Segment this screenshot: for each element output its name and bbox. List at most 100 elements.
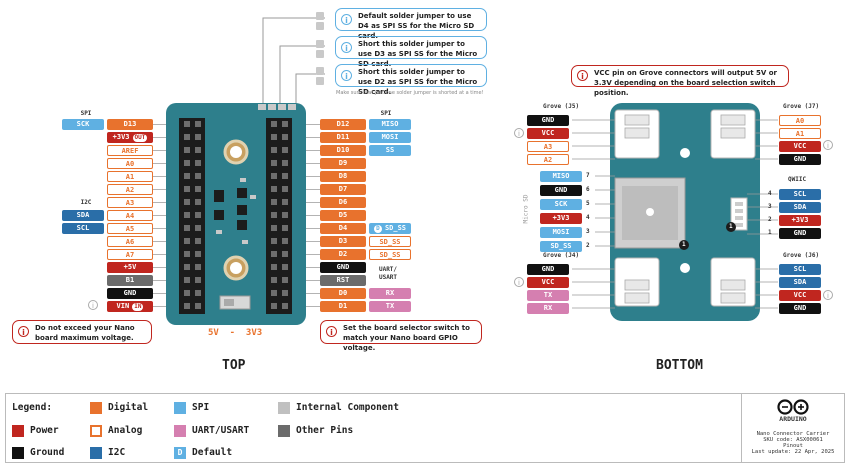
grove-j7-title: Grove (J7)	[783, 103, 820, 110]
legend-swatch-ground	[12, 447, 24, 459]
legend-swatch-other	[278, 425, 290, 437]
default-tag: D	[373, 225, 382, 233]
qwiic-pin-gnd: GND	[779, 228, 821, 239]
legend-swatch-analog	[90, 425, 102, 437]
info-icon: i	[577, 70, 588, 81]
arduino-logo-icon	[777, 399, 809, 415]
legend-digital: Digital	[108, 402, 149, 413]
legend-internal: Internal Component	[296, 402, 399, 413]
pin-label-d12: D12	[320, 119, 366, 130]
pin-label-d8: D8	[320, 171, 366, 182]
info-icon: i	[88, 300, 98, 310]
qwiic-pin-number: 2	[768, 216, 772, 223]
sd-pin-number: 5	[586, 200, 590, 207]
bottom-title: BOTTOM	[656, 358, 703, 373]
brand-name: ARDUINO	[779, 415, 807, 423]
legend-title: Legend:	[12, 402, 53, 413]
qwiic-pin-scl: SCL	[779, 189, 821, 200]
legend-default: Default	[192, 447, 233, 458]
note-text: Set the board selector switch to match y…	[343, 324, 470, 352]
micro-sd-title: Micro SD	[522, 194, 530, 224]
sd-pin-gnd: GND	[540, 185, 582, 196]
sd-pin-number: 6	[586, 186, 590, 193]
legend-ground: Ground	[30, 447, 65, 458]
sd-pin-number: 3	[586, 228, 590, 235]
pin-label-ss: SS	[369, 145, 411, 156]
pin1-marker: 1	[729, 223, 733, 230]
j5-pin-a2: A2	[527, 154, 569, 165]
brand-sku: SKU code: ASX00061	[763, 437, 823, 443]
j6-pin-scl: SCL	[779, 264, 821, 275]
switch-label: 5V - 3V3	[208, 328, 263, 338]
pin-label-a5: A5	[107, 223, 153, 234]
pin-label-miso: MISO	[369, 119, 411, 130]
sd-pin-3v3: +3V3	[540, 213, 582, 224]
warning-icon: i	[326, 326, 337, 337]
legend-swatch-power	[12, 425, 24, 437]
pin-label-scl: SCL	[62, 223, 104, 234]
pin-label-a7: A7	[107, 249, 153, 260]
pin-label-tx: TX	[369, 301, 411, 312]
legend-swatch-uart	[174, 425, 186, 437]
pin-label-d6: D6	[320, 197, 366, 208]
pin-label-d0: D0	[320, 288, 366, 299]
sd-pin-number: 4	[586, 214, 590, 221]
info-icon: i	[823, 140, 833, 150]
qwiic-pin-number: 1	[768, 229, 772, 236]
j5-pin-a3: A3	[527, 141, 569, 152]
pin-label-d2: D2	[320, 249, 366, 260]
qwiic-pin-3v3: +3V3	[779, 215, 821, 226]
legend-swatch-default: D	[174, 447, 186, 459]
pin-label-gnd: GND	[107, 288, 153, 299]
pin-label-d5: D5	[320, 210, 366, 221]
legend-swatch-i2c	[90, 447, 102, 459]
sd-pin-sck: SCK	[540, 199, 582, 210]
j7-pin-vcc: VCC	[779, 141, 821, 152]
legend-spi: SPI	[192, 402, 210, 413]
legend-other: Other Pins	[296, 425, 354, 436]
pin-label-d3: D3	[320, 236, 366, 247]
j5-pin-gnd: GND	[527, 115, 569, 126]
pin-label-b1: B1	[107, 275, 153, 286]
legend-swatch-spi	[174, 402, 186, 414]
pin-label-a1: A1	[107, 171, 153, 182]
pin-label-a6: A6	[107, 236, 153, 247]
info-icon: i	[514, 277, 524, 287]
legend-power: Power	[30, 425, 59, 436]
warning-icon: i	[18, 326, 29, 337]
j6-pin-gnd: GND	[779, 303, 821, 314]
pin-label-sd-ss-d2: SD_SS	[369, 249, 411, 260]
j7-pin-a0: A0	[779, 115, 821, 126]
pin-label-d10: D10	[320, 145, 366, 156]
pin-label-d4: D4	[320, 223, 366, 234]
sd-pin-number: 7	[586, 172, 590, 179]
in-tag: IN	[132, 303, 144, 311]
legend: Legend: Digital SPI Internal Component P…	[5, 393, 845, 463]
left-i2c-header: I2C	[80, 199, 92, 206]
pin-label-rst: RST	[320, 275, 366, 286]
pin-label-rx: RX	[369, 288, 411, 299]
pin-label-d11: D11	[320, 132, 366, 143]
info-icon: i	[823, 290, 833, 300]
right-uart-header: UART/ USART	[378, 266, 398, 281]
legend-swatch-digital	[90, 402, 102, 414]
grove-j5-title: Grove (J5)	[543, 103, 580, 110]
pin-label-gnd: GND	[320, 262, 366, 273]
info-icon: i	[514, 128, 524, 138]
j4-pin-rx: RX	[527, 303, 569, 314]
legend-uart: UART/USART	[192, 425, 250, 436]
j7-pin-a1: A1	[779, 128, 821, 139]
j6-pin-sda: SDA	[779, 277, 821, 288]
info-icon: i	[341, 69, 352, 81]
legend-analog: Analog	[108, 425, 143, 436]
brand-update: Last update: 22 Apr, 2025	[751, 449, 835, 455]
sd-pin-number: 2	[586, 242, 590, 249]
pin-label-a0: A0	[107, 158, 153, 169]
pin-label-a2: A2	[107, 184, 153, 195]
info-icon: i	[341, 13, 352, 25]
